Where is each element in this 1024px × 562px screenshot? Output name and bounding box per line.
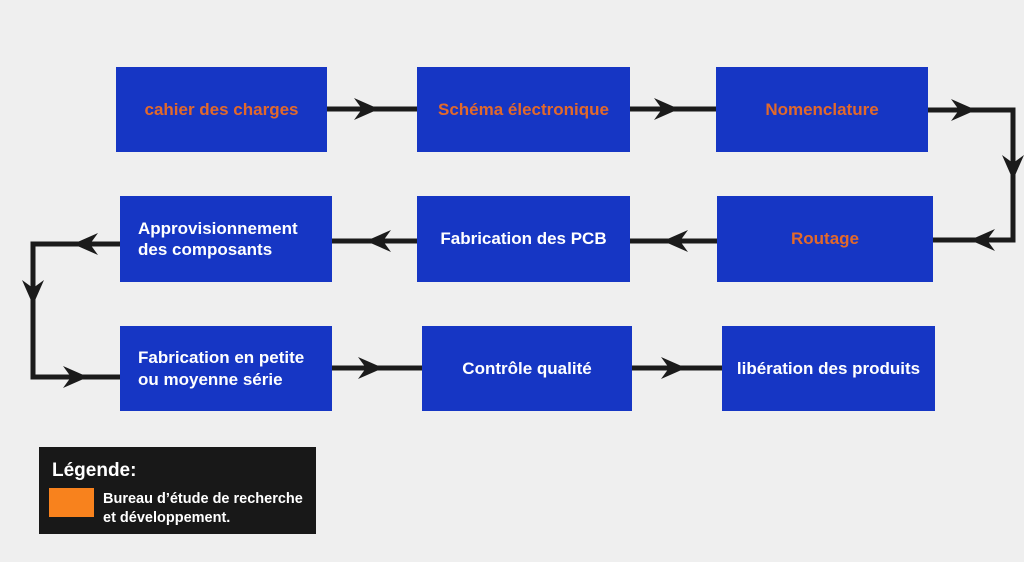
node-liberation-produits: libération des produits: [722, 326, 935, 411]
node-nomenclature: Nomenclature: [716, 67, 928, 152]
arrow-nomenclature-to-routage: [928, 107, 1016, 243]
legend-box: Légende: Bureau d’étude de recherche et …: [39, 447, 316, 534]
legend-item-label: Bureau d’étude de recherche et développe…: [103, 491, 303, 526]
node-cahier-des-charges: cahier des charges: [116, 67, 327, 152]
arrow-approvisionnement-to-serie: [30, 241, 120, 380]
node-fabrication-serie: Fabrication en petite ou moyenne série: [120, 326, 332, 411]
node-routage: Routage: [717, 196, 933, 282]
node-controle-qualite: Contrôle qualité: [422, 326, 632, 411]
node-schema-electronique: Schéma électronique: [417, 67, 630, 152]
node-fabrication-pcb: Fabrication des PCB: [417, 196, 630, 282]
legend-item: Bureau d’étude de recherche et développe…: [49, 488, 308, 527]
legend-orange-swatch: [49, 488, 94, 517]
legend-title: Légende:: [52, 460, 137, 481]
node-approvisionnement: Approvisionnement des composants: [120, 196, 332, 282]
